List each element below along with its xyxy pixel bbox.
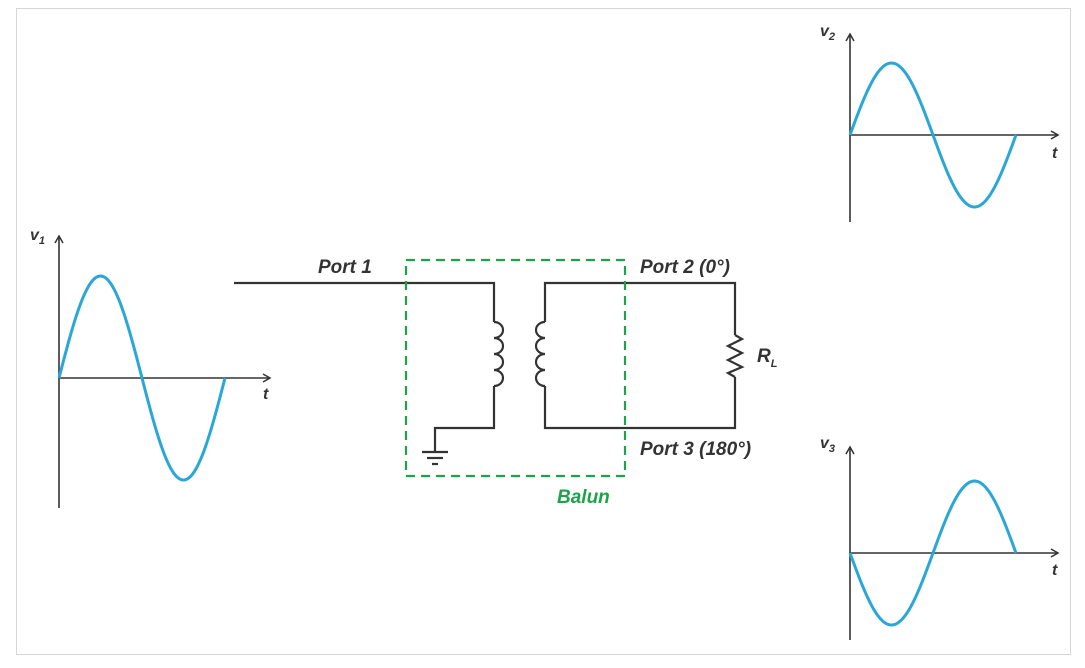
diagram-frame: [16, 8, 1071, 655]
v2-waveform: [848, 61, 1018, 209]
port2-label: Port 2 (0°): [640, 257, 730, 278]
secondary-top-wire: [543, 281, 737, 335]
port3-label: Port 3 (180°): [640, 439, 751, 460]
primary-coil: [493, 320, 505, 388]
ground-icon: [422, 450, 448, 466]
v1-time-label: t: [263, 386, 269, 403]
plot-v3: v3 t: [820, 435, 1060, 640]
secondary-bottom-wire: [543, 377, 737, 430]
v2-axis-label: v2: [820, 23, 835, 43]
v2-time-label: t: [1052, 145, 1058, 162]
ground-wire: [433, 386, 496, 452]
secondary-coil: [534, 320, 546, 388]
balun-box: [404, 258, 627, 478]
plot-v1: v1 t: [30, 227, 272, 508]
resistor-icon: [725, 334, 745, 378]
v1-axis-label: v1: [30, 227, 45, 247]
port1-label: Port 1: [318, 257, 372, 278]
v3-time-label: t: [1052, 562, 1058, 579]
load-label: RL: [757, 346, 778, 370]
port1-wire: [234, 281, 496, 322]
v3-axis-label: v3: [820, 435, 835, 455]
v1-waveform: [57, 274, 227, 482]
circuit: [234, 281, 745, 466]
balun-label: Balun: [557, 487, 610, 508]
v3-waveform: [848, 479, 1018, 627]
plot-v2: v2 t: [820, 23, 1060, 222]
